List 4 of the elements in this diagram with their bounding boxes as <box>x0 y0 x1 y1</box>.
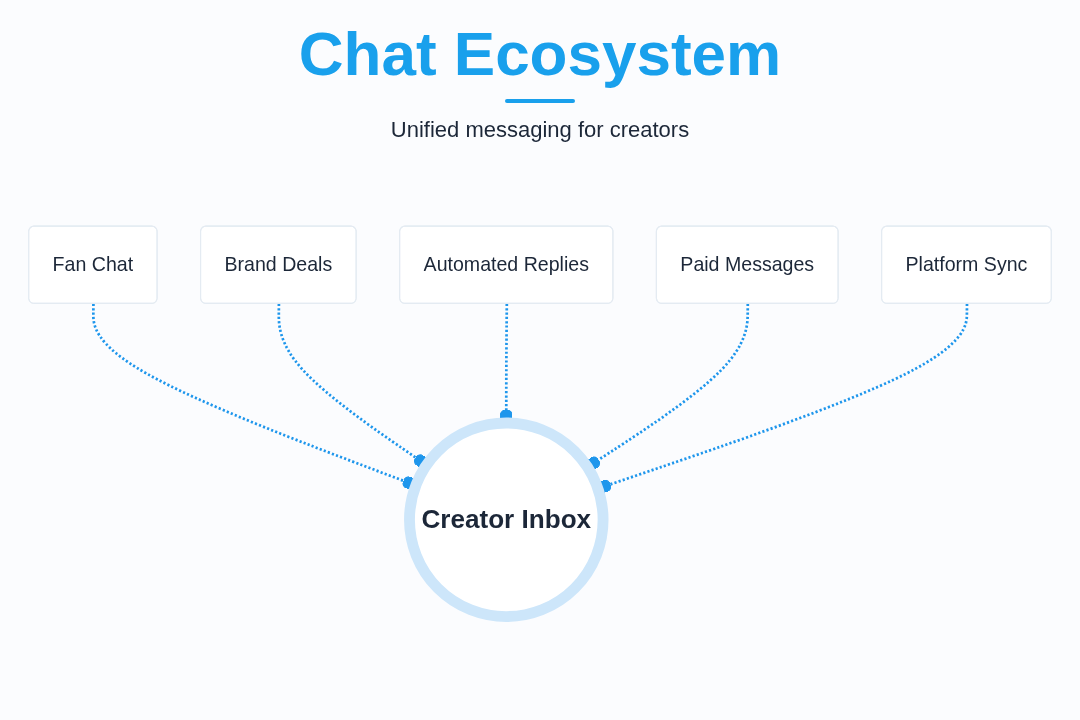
node-circle: Creator Inbox <box>404 417 609 623</box>
connector <box>277 304 428 468</box>
title: Chat Ecosystem <box>298 18 782 90</box>
subtitle: Unified messaging for creators <box>390 117 690 144</box>
